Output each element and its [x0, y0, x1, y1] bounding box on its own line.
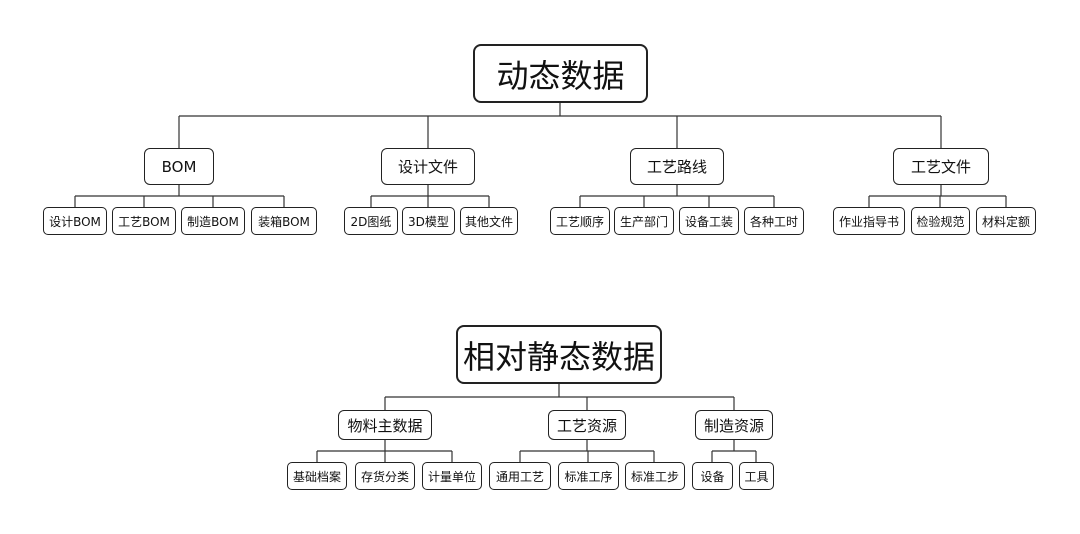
- leaf-general-process: 通用工艺: [489, 462, 551, 490]
- leaf-equipment-tooling: 设备工装: [679, 207, 739, 235]
- leaf-equipment: 设备: [692, 462, 733, 490]
- leaf-3d-model: 3D模型: [402, 207, 455, 235]
- group-process-route: 工艺路线: [630, 148, 724, 185]
- group-process-files: 工艺文件: [893, 148, 989, 185]
- leaf-tools: 工具: [739, 462, 774, 490]
- leaf-inspection-spec: 检验规范: [911, 207, 970, 235]
- leaf-standard-step: 标准工步: [625, 462, 685, 490]
- leaf-work-hours: 各种工时: [744, 207, 804, 235]
- leaf-production-dept: 生产部门: [614, 207, 674, 235]
- leaf-work-instructions: 作业指导书: [833, 207, 905, 235]
- static-data-root: 相对静态数据: [456, 325, 662, 384]
- leaf-unit-of-measure: 计量单位: [422, 462, 482, 490]
- leaf-packing-bom: 装箱BOM: [251, 207, 317, 235]
- leaf-process-bom: 工艺BOM: [112, 207, 176, 235]
- group-bom: BOM: [144, 148, 214, 185]
- leaf-design-bom: 设计BOM: [43, 207, 107, 235]
- leaf-other-files: 其他文件: [460, 207, 518, 235]
- dynamic-data-root: 动态数据: [473, 44, 648, 103]
- group-manufacturing-resources: 制造资源: [695, 410, 773, 440]
- group-process-resources: 工艺资源: [548, 410, 626, 440]
- leaf-standard-operation: 标准工序: [558, 462, 619, 490]
- leaf-material-quota: 材料定额: [976, 207, 1036, 235]
- group-design-files: 设计文件: [381, 148, 475, 185]
- leaf-basic-archives: 基础档案: [287, 462, 347, 490]
- group-material-master: 物料主数据: [338, 410, 432, 440]
- leaf-process-sequence: 工艺顺序: [550, 207, 610, 235]
- leaf-2d-drawing: 2D图纸: [344, 207, 398, 235]
- leaf-inventory-classification: 存货分类: [355, 462, 415, 490]
- leaf-manufacturing-bom: 制造BOM: [181, 207, 245, 235]
